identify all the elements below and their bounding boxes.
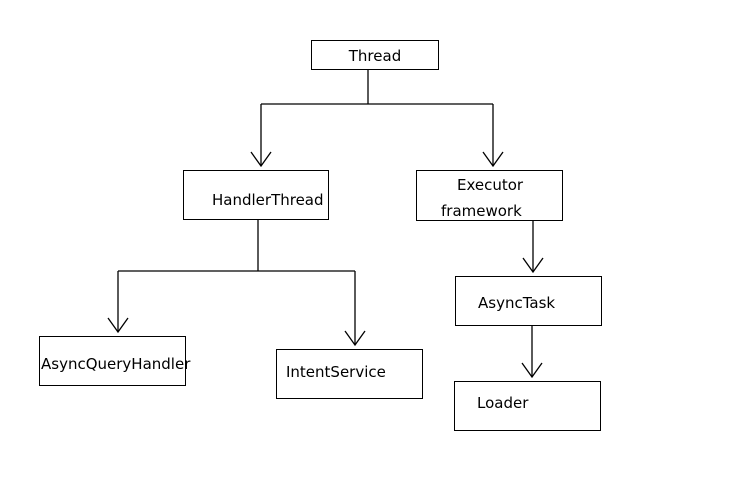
asynctask-node: AsyncTask <box>455 276 602 326</box>
arrowhead-handlerthread <box>250 151 272 168</box>
arrowhead-loader <box>521 362 543 379</box>
executor-label-line2: framework <box>441 202 522 220</box>
arrowhead-asyncqueryhandler <box>107 317 129 334</box>
handlerthread-node: HandlerThread <box>183 170 329 220</box>
intentservice-node: IntentService <box>276 349 423 399</box>
arrowhead-intentservice <box>344 330 366 347</box>
intentservice-label: IntentService <box>286 363 386 381</box>
asynctask-label: AsyncTask <box>478 294 556 312</box>
thread-node: Thread <box>311 40 439 70</box>
loader-label: Loader <box>477 394 529 412</box>
asyncqueryhandler-label: AsyncQueryHandler <box>41 355 191 373</box>
loader-node: Loader <box>454 381 601 431</box>
executor-framework-node: Executor framework <box>416 170 563 221</box>
arrowhead-asynctask <box>522 257 544 274</box>
executor-label-line1: Executor <box>457 176 524 194</box>
thread-label: Thread <box>348 47 402 65</box>
arrowhead-executor <box>482 151 504 168</box>
asyncqueryhandler-node: AsyncQueryHandler <box>39 336 190 386</box>
handlerthread-label: HandlerThread <box>212 191 324 209</box>
